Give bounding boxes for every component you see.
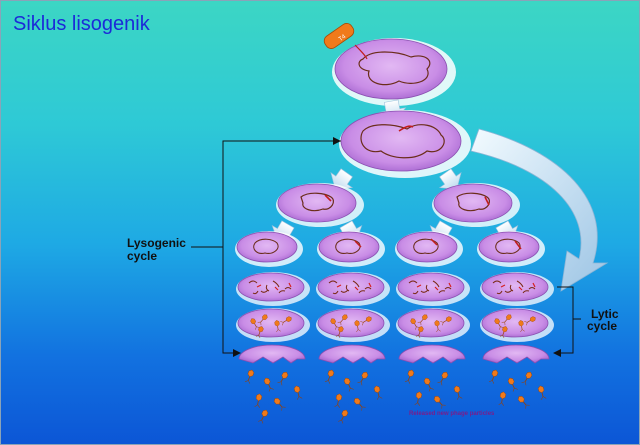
lysing-cell-3 [398, 344, 466, 364]
lysing-cell-2 [318, 344, 386, 364]
slide-title: Siklus lisogenik [13, 13, 150, 35]
lytic-label-line1: Lytic [591, 307, 619, 321]
lysis-row [238, 344, 550, 364]
assembly-cell-2 [316, 308, 390, 342]
daughter-cell-left [276, 183, 364, 227]
prophage-integration-cell [339, 110, 471, 178]
lysogenic-label-line2: cycle [127, 249, 157, 263]
replication-row [236, 272, 554, 306]
replicating-cell-4 [480, 272, 554, 306]
lysogen-cell-1 [235, 231, 303, 267]
replicating-cell-1 [236, 272, 310, 306]
replicating-cell-3 [396, 272, 470, 306]
lytic-label-line2: cycle [587, 319, 617, 333]
infecting-phage-icon: T4 [323, 23, 355, 49]
daughter-cell-right [432, 183, 520, 227]
lysogenic-label-line1: Lysogenic [127, 236, 186, 250]
released-phages-caption: Released new phage particles [409, 411, 495, 417]
lysogen-cell-4 [477, 231, 545, 267]
lytic-pathway-arrow [470, 128, 609, 292]
lysogen-cell-2 [317, 231, 385, 267]
released-phages [244, 368, 547, 424]
replicating-cell-2 [316, 272, 390, 306]
assembly-cell-4 [480, 308, 554, 342]
lysing-cell-4 [482, 344, 550, 364]
assembly-cell-3 [396, 308, 470, 342]
lytic-cycle-bracket [553, 286, 581, 357]
svg-text:T4: T4 [338, 34, 348, 43]
assembly-row [236, 308, 554, 342]
assembly-cell-1 [236, 308, 310, 342]
infected-cell-top [332, 38, 456, 106]
lysogen-cell-3 [395, 231, 463, 267]
lysogenic-cycle-bracket [191, 137, 341, 357]
lysing-cell-1 [238, 344, 306, 364]
